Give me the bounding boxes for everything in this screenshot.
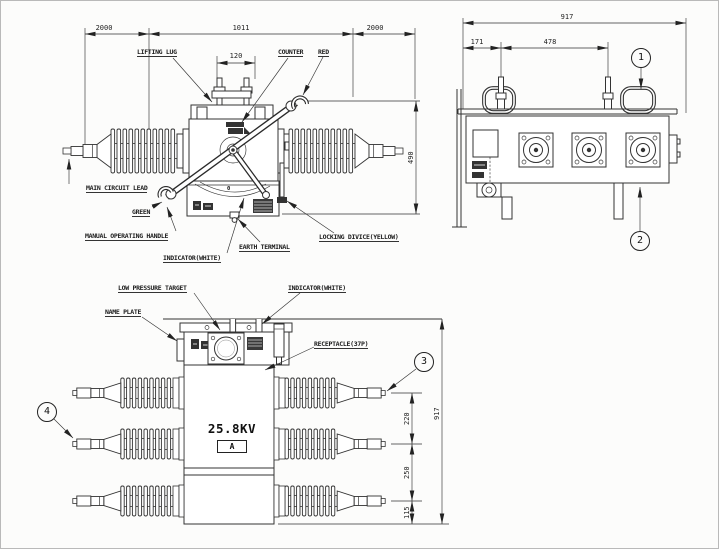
voltage-rating: 25.8KV bbox=[207, 421, 257, 436]
label-receptacle: RECEPTACLE(37P) bbox=[314, 340, 369, 350]
label-indicator-white-top: INDICATOR(WHITE) bbox=[288, 284, 346, 294]
label-red: RED bbox=[318, 48, 329, 58]
dim-right-lead: 2000 bbox=[366, 24, 384, 32]
label-counter: COUNTER bbox=[278, 48, 304, 58]
label-green: GREEN bbox=[132, 208, 151, 218]
label-low-pressure-target: LOW PRESSURE TARGET bbox=[118, 284, 187, 294]
label-earth-terminal: EARTH TERMINAL bbox=[239, 243, 290, 253]
indicator-scale-zero: 0 bbox=[227, 186, 231, 192]
dim-height: 490 bbox=[407, 151, 415, 164]
label-name-plate: NAME PLATE bbox=[105, 308, 142, 318]
label-indicator-white-side: INDICATOR(WHITE) bbox=[163, 254, 221, 264]
dim-bottom-offset: 115 bbox=[403, 506, 411, 519]
callout-3: 3 bbox=[414, 352, 434, 372]
label-manual-operating-handle: MANUAL OPERATING HANDLE bbox=[85, 232, 169, 242]
callout-2: 2 bbox=[630, 231, 650, 251]
dim-front-lug-spacing: 478 bbox=[543, 38, 557, 46]
label-locking-device: LOCKING DIVICE(YELLOW) bbox=[319, 233, 399, 243]
callout-4: 4 bbox=[37, 402, 57, 422]
dim-lug-offset: 171 bbox=[470, 38, 484, 46]
dim-front-overall: 917 bbox=[560, 13, 574, 21]
callout-1: 1 bbox=[631, 48, 651, 68]
dim-left-lead: 2000 bbox=[95, 24, 113, 32]
dim-pole-spacing-mid: 250 bbox=[403, 466, 411, 479]
dim-lug-spacing: 120 bbox=[229, 52, 243, 60]
phase-label-box: A bbox=[217, 440, 247, 453]
label-lifting-lug: LIFTING LUG bbox=[137, 48, 177, 58]
dim-pole-spacing-top: 220 bbox=[403, 412, 411, 425]
dim-top-overall: 917 bbox=[433, 407, 441, 420]
dim-body-width: 1011 bbox=[232, 24, 250, 32]
label-main-circuit-lead: MAIN CIRCUIT LEAD bbox=[86, 184, 148, 194]
